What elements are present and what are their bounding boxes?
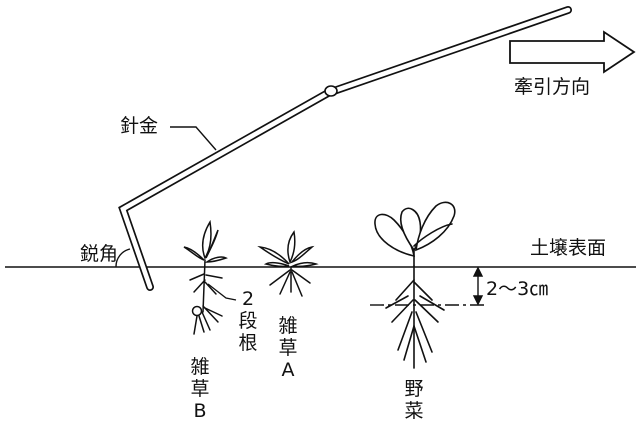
weed-a-label: 雑 草 A bbox=[276, 315, 300, 381]
two-stage-root-char-3: 根 bbox=[238, 332, 258, 354]
pull-direction-arrow-icon bbox=[509, 30, 636, 74]
vegetable-label: 野 菜 bbox=[402, 378, 426, 422]
weed-a-char-3: A bbox=[281, 359, 295, 381]
weed-a-char-2: 草 bbox=[278, 337, 298, 359]
wire-joint bbox=[324, 85, 338, 97]
weed-a-plant bbox=[257, 230, 319, 297]
two-stage-root-label: 2 段 根 bbox=[236, 288, 260, 354]
wire-label: 針金 bbox=[120, 115, 159, 137]
depth-dimension bbox=[472, 266, 484, 306]
wire-label-leader bbox=[170, 126, 217, 151]
depth-label: 2～3㎝ bbox=[486, 278, 549, 300]
weed-b-char-1: 雑 bbox=[190, 356, 210, 378]
two-stage-root-char-2: 段 bbox=[238, 310, 258, 332]
soil-surface-label: 土壌表面 bbox=[530, 237, 607, 259]
two-stage-root-leader bbox=[207, 283, 237, 301]
pull-direction-label: 牽引方向 bbox=[514, 76, 591, 98]
weed-a-char-1: 雑 bbox=[278, 315, 298, 337]
weed-b-plant bbox=[183, 219, 228, 335]
vegetable-plant bbox=[374, 201, 456, 369]
vegetable-char-2: 菜 bbox=[404, 400, 424, 422]
weed-b-char-2: 草 bbox=[190, 378, 210, 400]
vegetable-char-1: 野 bbox=[404, 378, 424, 400]
weed-b-char-3: B bbox=[193, 400, 207, 422]
acute-angle-arc bbox=[115, 248, 131, 268]
two-stage-root-char-1: 2 bbox=[241, 288, 255, 310]
acute-angle-label: 鋭角 bbox=[80, 243, 119, 265]
wire bbox=[118, 6, 572, 291]
weed-b-label: 雑 草 B bbox=[188, 356, 212, 422]
